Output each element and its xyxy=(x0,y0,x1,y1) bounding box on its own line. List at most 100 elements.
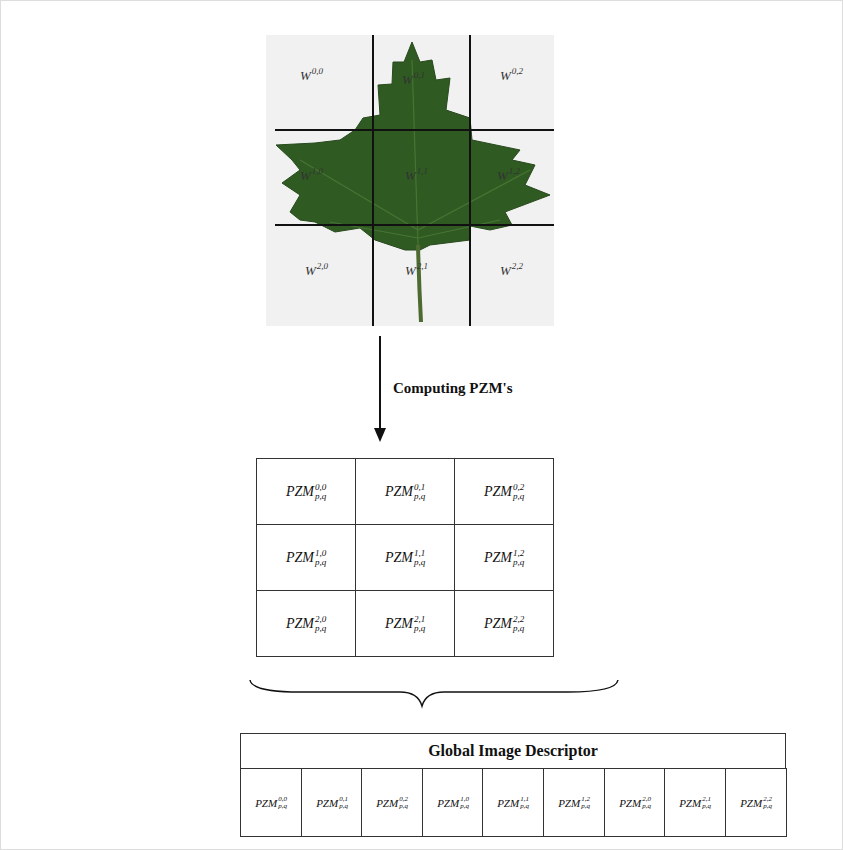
moment-symbol: PZM xyxy=(376,797,398,809)
index-stack: 0,2p,q xyxy=(513,483,524,501)
moment-symbol: PZM xyxy=(679,797,701,809)
moment-cell: PZM2,2p,q xyxy=(725,768,787,837)
window-index: 1,2 xyxy=(509,166,520,176)
window-label: W2,2 xyxy=(500,261,523,279)
subscript-order: p,q xyxy=(581,803,590,810)
moment-cell: PZM2,1p,q xyxy=(355,590,455,657)
subscript-order: p,q xyxy=(278,803,287,810)
moment-cell: PZM1,1p,q xyxy=(482,768,544,837)
window-symbol: W xyxy=(405,168,416,183)
moment-cell: PZM1,0p,q xyxy=(256,524,356,591)
window-index: 2,0 xyxy=(317,261,328,271)
subscript-order: p,q xyxy=(460,803,469,810)
index-stack: 2,1p,q xyxy=(702,796,711,810)
moment-cell: PZM1,2p,q xyxy=(454,524,554,591)
moment-cell: PZM0,1p,q xyxy=(355,458,455,525)
moment-symbol: PZM xyxy=(619,797,641,809)
subscript-order: p,q xyxy=(513,624,524,633)
index-stack: 0,0p,q xyxy=(278,796,287,810)
subscript-order: p,q xyxy=(513,492,524,501)
window-index: 0,1 xyxy=(414,70,425,80)
moment-cell: PZM0,2p,q xyxy=(454,458,554,525)
moment-symbol: PZM xyxy=(286,484,314,500)
subscript-order: p,q xyxy=(414,624,425,633)
superscript-index: 0,0 xyxy=(315,483,326,492)
window-index: 2,1 xyxy=(417,261,428,271)
subscript-order: p,q xyxy=(642,803,651,810)
subscript-order: p,q xyxy=(702,803,711,810)
subscript-order: p,q xyxy=(414,558,425,567)
window-index: 2,2 xyxy=(512,261,523,271)
window-symbol: W xyxy=(500,68,511,83)
window-index: 0,0 xyxy=(312,66,323,76)
superscript-index: 0,1 xyxy=(414,483,425,492)
table-heading: Global Image Descriptor xyxy=(241,734,785,769)
index-stack: 2,2p,q xyxy=(763,796,772,810)
moment-symbol: PZM xyxy=(385,616,413,632)
moment-cell: PZM0,1p,q xyxy=(301,768,363,837)
window-label: W2,0 xyxy=(305,261,328,279)
superscript-index: 0,1 xyxy=(339,796,348,803)
window-label: W0,1 xyxy=(402,70,425,88)
window-symbol: W xyxy=(405,263,416,278)
superscript-index: 2,2 xyxy=(763,796,772,803)
subscript-order: p,q xyxy=(315,492,326,501)
superscript-index: 1,2 xyxy=(581,796,590,803)
leaf xyxy=(276,42,550,322)
moment-cell: PZM0,0p,q xyxy=(256,458,356,525)
window-index: 1,1 xyxy=(417,166,428,176)
window-symbol: W xyxy=(300,68,311,83)
subscript-order: p,q xyxy=(414,492,425,501)
superscript-index: 1,1 xyxy=(520,796,529,803)
subscript-order: p,q xyxy=(315,558,326,567)
moment-symbol: PZM xyxy=(286,550,314,566)
curly-brace xyxy=(250,680,618,706)
index-stack: 2,2p,q xyxy=(513,615,524,633)
window-symbol: W xyxy=(500,263,511,278)
window-symbol: W xyxy=(305,263,316,278)
window-label: W0,2 xyxy=(500,66,523,84)
subscript-order: p,q xyxy=(763,803,772,810)
window-symbol: W xyxy=(497,168,508,183)
index-stack: 1,1p,q xyxy=(414,549,425,567)
superscript-index: 0,2 xyxy=(399,796,408,803)
window-label: W1,1 xyxy=(405,166,428,184)
superscript-index: 2,1 xyxy=(414,615,425,624)
window-label: W2,1 xyxy=(405,261,428,279)
superscript-index: 1,2 xyxy=(513,549,524,558)
index-stack: 2,0p,q xyxy=(315,615,326,633)
index-stack: 1,2p,q xyxy=(513,549,524,567)
window-label: W1,2 xyxy=(497,166,520,184)
descriptor-table: Global Image DescriptorPZM0,0p,qPZM0,1p,… xyxy=(240,733,786,837)
subscript-order: p,q xyxy=(399,803,408,810)
index-stack: 1,0p,q xyxy=(460,796,469,810)
moment-cell: PZM0,2p,q xyxy=(361,768,423,837)
moment-symbol: PZM xyxy=(484,550,512,566)
subscript-order: p,q xyxy=(513,558,524,567)
superscript-index: 1,0 xyxy=(460,796,469,803)
window-index: 0,2 xyxy=(512,66,523,76)
subscript-order: p,q xyxy=(339,803,348,810)
superscript-index: 1,0 xyxy=(315,549,326,558)
moment-cell: PZM1,1p,q xyxy=(355,524,455,591)
superscript-index: 0,2 xyxy=(513,483,524,492)
window-index: 1,0 xyxy=(312,166,323,176)
moment-symbol: PZM xyxy=(286,616,314,632)
index-stack: 0,2p,q xyxy=(399,796,408,810)
moment-symbol: PZM xyxy=(497,797,519,809)
moment-cell: PZM1,2p,q xyxy=(543,768,605,837)
window-symbol: W xyxy=(300,168,311,183)
index-stack: 2,1p,q xyxy=(414,615,425,633)
moment-symbol: PZM xyxy=(484,484,512,500)
grid-lines xyxy=(275,35,554,326)
index-stack: 1,1p,q xyxy=(520,796,529,810)
subscript-order: p,q xyxy=(315,624,326,633)
window-label: W1,0 xyxy=(300,166,323,184)
index-stack: 0,0p,q xyxy=(315,483,326,501)
index-stack: 0,1p,q xyxy=(339,796,348,810)
superscript-index: 2,0 xyxy=(642,796,651,803)
moment-cell: PZM0,0p,q xyxy=(240,768,302,837)
moment-symbol: PZM xyxy=(385,550,413,566)
moment-cell: PZM2,0p,q xyxy=(604,768,666,837)
